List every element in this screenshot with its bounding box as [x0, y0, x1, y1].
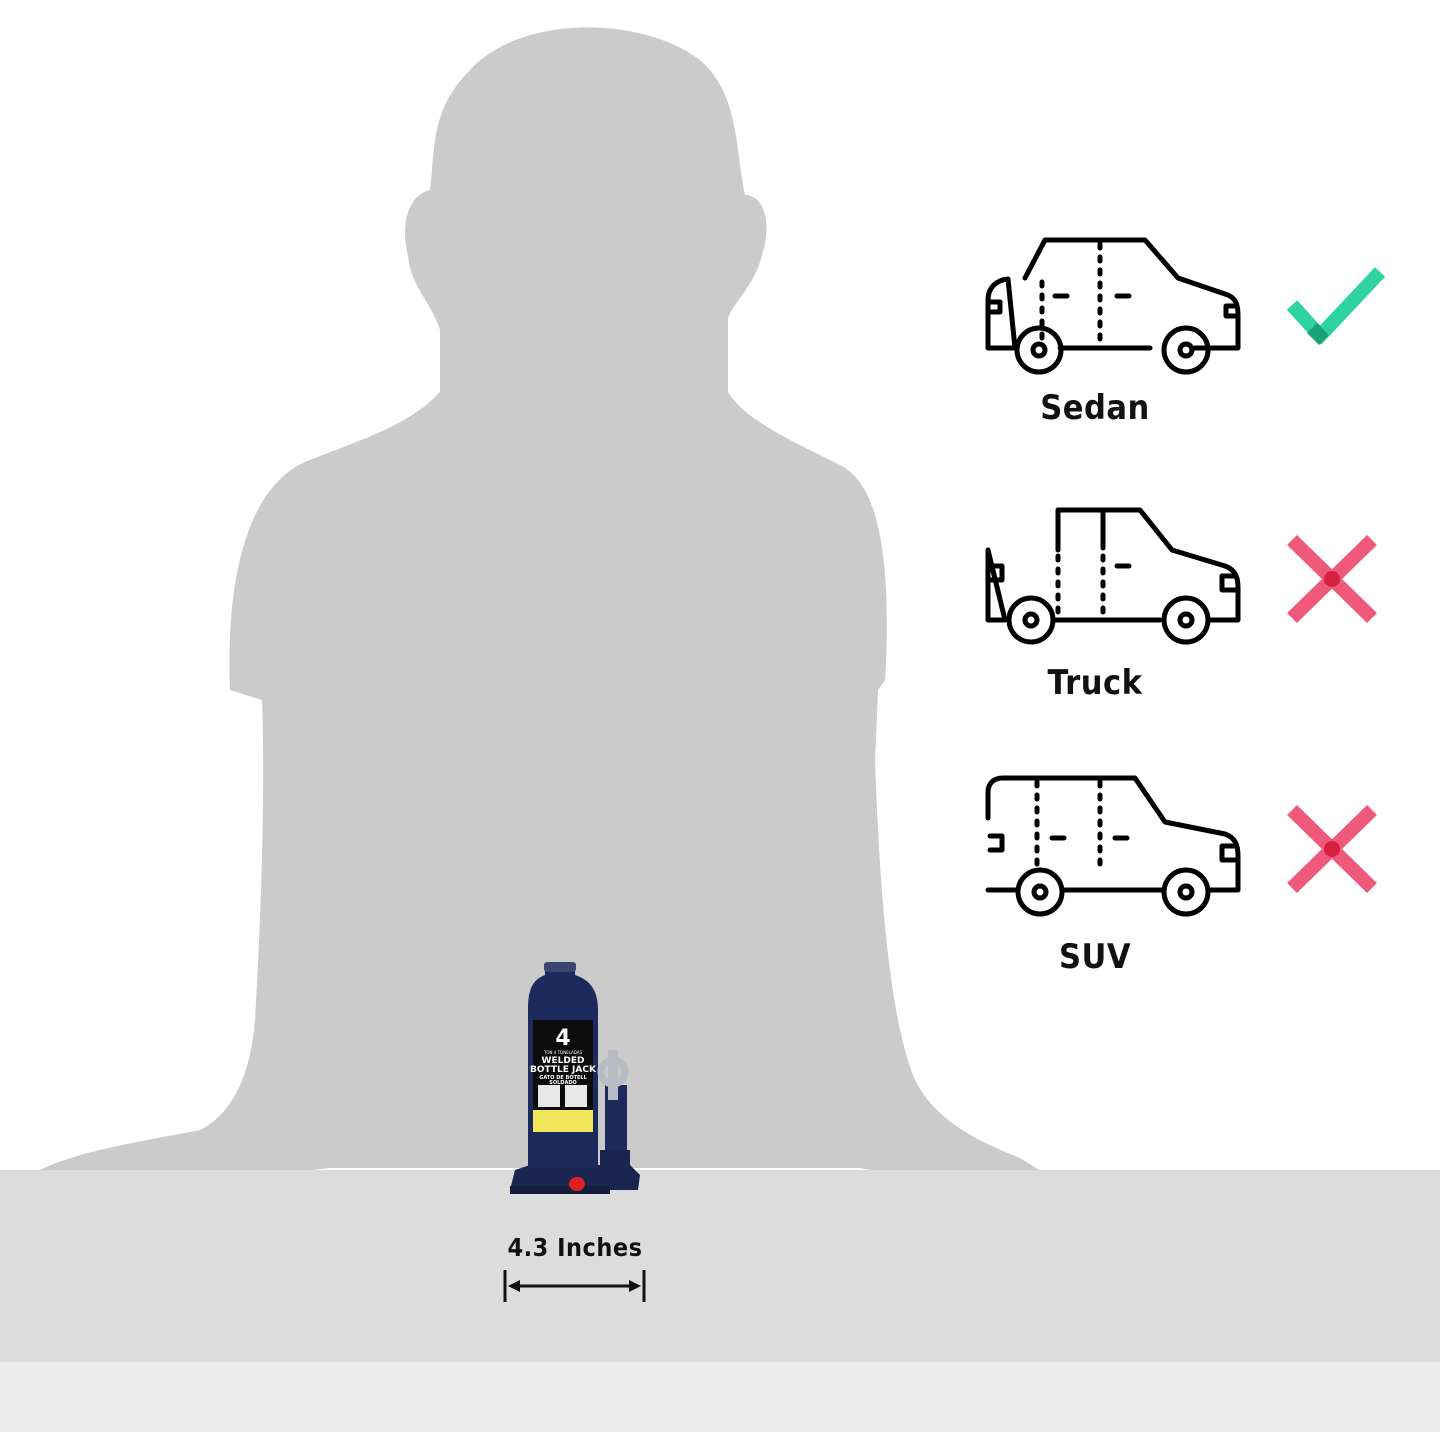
jack-capacity-sub: TON 4 TONELADAS [543, 1050, 583, 1055]
jack-title-line2: BOTTLE JACK [530, 1065, 596, 1075]
vehicle-label-suv: SUV [1058, 937, 1132, 977]
cross-icon [1287, 534, 1377, 624]
table-surface [0, 1170, 1440, 1365]
table-edge [0, 1362, 1440, 1432]
suv-icon [985, 775, 1241, 917]
person-silhouette [40, 27, 1055, 1195]
jack-capacity: 4 [555, 1026, 571, 1051]
measurement-arrow [503, 1270, 646, 1302]
jack-title-line1: WELDED [541, 1056, 585, 1066]
bottle-jack [510, 962, 640, 1194]
vehicle-label-sedan: Sedan [1040, 388, 1150, 428]
truck-icon [985, 507, 1241, 645]
measurement-label: 4.3 Inches [507, 1233, 643, 1262]
jack-subtitle-line1: GATO DE BOTELL [539, 1075, 587, 1081]
jack-subtitle-line2: SOLDADO [549, 1080, 577, 1086]
sedan-icon [985, 237, 1241, 375]
vehicle-label-truck: Truck [1047, 663, 1143, 703]
cross-icon [1287, 804, 1377, 894]
check-icon [1286, 267, 1386, 345]
